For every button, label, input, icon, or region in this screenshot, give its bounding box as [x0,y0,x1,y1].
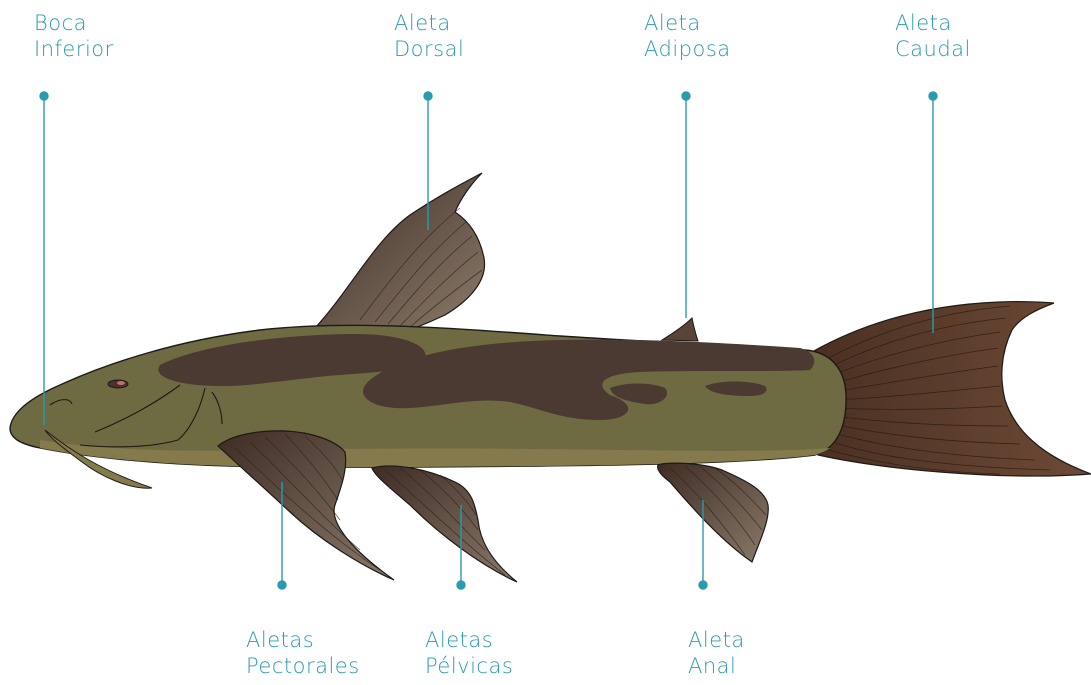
dorsal-fin [315,173,485,328]
label-aleta-adiposa: Aleta Adiposa [644,10,731,62]
label-boca-inferior: Boca Inferior [34,10,114,62]
anal-fin [658,463,769,562]
label-aletas-pectorales: Aletas Pectorales [246,627,360,679]
label-pelvicas-line1: Aletas [425,627,513,653]
label-dorsal-line1: Aleta [394,10,464,36]
fish-body [10,325,846,488]
label-boca-line2: Inferior [34,36,114,62]
label-aleta-caudal: Aleta Caudal [895,10,971,62]
adipose-fin [662,318,698,341]
label-anal-line1: Aleta [688,627,745,653]
caudal-fin [812,302,1091,477]
pelvic-fin [372,466,517,582]
leader-boca [40,92,48,425]
leader-adiposa [682,92,690,318]
label-pectorales-line2: Pectorales [246,653,360,679]
label-boca-line1: Boca [34,10,114,36]
label-aleta-anal: Aleta Anal [688,627,745,679]
label-adiposa-line1: Aleta [644,10,731,36]
label-dorsal-line2: Dorsal [394,36,464,62]
leader-caudal [929,92,937,333]
label-pectorales-line1: Aletas [246,627,360,653]
label-caudal-line2: Caudal [895,36,971,62]
label-aletas-pelvicas: Aletas Pélvicas [425,627,513,679]
label-pelvicas-line2: Pélvicas [425,653,513,679]
label-aleta-dorsal: Aleta Dorsal [394,10,464,62]
label-caudal-line1: Aleta [895,10,971,36]
label-anal-line2: Anal [688,653,745,679]
label-adiposa-line2: Adiposa [644,36,731,62]
